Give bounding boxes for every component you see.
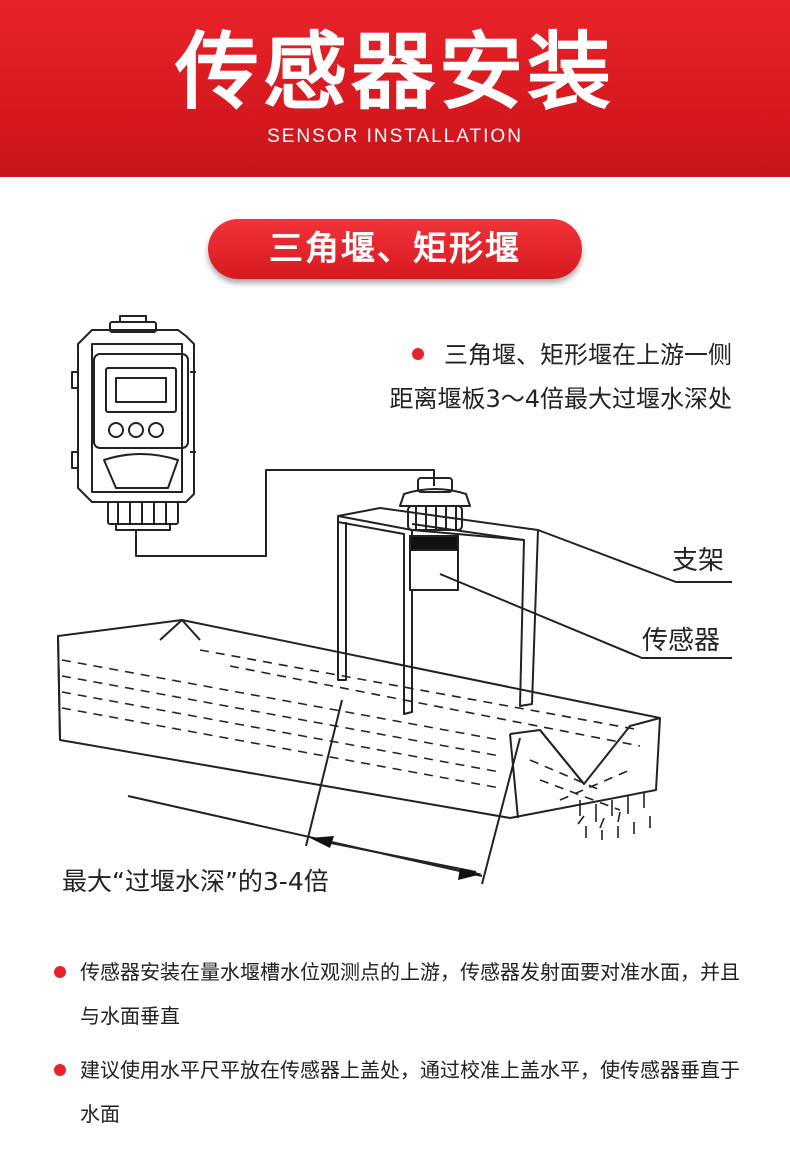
- ultrasonic-sensor: [399, 477, 471, 591]
- page-title: 传感器安装: [174, 23, 615, 121]
- measure-arrows: [310, 836, 482, 880]
- note-text-1: 传感器安装在量水堰槽水位观测点的上游，传感器发射面要对准水面，并且与水面垂直: [80, 960, 740, 1028]
- note-item-2: 建议使用水平尺平放在传感器上盖处，通过校准上盖水平，使传感器垂直于水面: [54, 1048, 746, 1136]
- distance-caption: 最大“过堰水深”的3-4倍: [62, 867, 329, 896]
- bullet-dot-icon: [412, 348, 424, 360]
- sensor-label: 传感器: [642, 626, 721, 656]
- section-tag: 三角堰、矩形堰: [208, 219, 582, 279]
- bullet-dot-icon: [54, 1064, 66, 1076]
- header-banner: 传感器安装 SENSOR INSTALLATION: [0, 0, 790, 177]
- measure-line-right: [481, 737, 521, 885]
- falling-water: [577, 792, 651, 840]
- cable-line: [135, 469, 435, 557]
- measure-arrow-line: [315, 839, 477, 873]
- sensor-leader-line: [439, 573, 732, 659]
- bracket-leader-line: [537, 529, 732, 583]
- measure-line-bottom: [127, 795, 483, 877]
- top-note-line-1: 三角堰、矩形堰在上游一侧: [412, 338, 732, 372]
- top-note-line-2: 距离堰板3～4倍最大过堰水深处: [389, 385, 732, 413]
- page-subtitle: SENSOR INSTALLATION: [267, 126, 523, 147]
- top-note-text-1: 三角堰、矩形堰在上游一侧: [444, 341, 732, 369]
- note-text-2: 建议使用水平尺平放在传感器上盖处，通过校准上盖水平，使传感器垂直于水面: [80, 1058, 740, 1126]
- weir-channel: [57, 619, 661, 819]
- water-dash-lines: [61, 649, 641, 811]
- bracket-label: 支架: [672, 546, 725, 576]
- controller-unit: [71, 315, 196, 531]
- bullet-dot-icon: [54, 966, 66, 978]
- measure-line-left: [305, 699, 343, 847]
- note-item-1: 传感器安装在量水堰槽水位观测点的上游，传感器发射面要对准水面，并且与水面垂直: [54, 950, 746, 1038]
- installation-diagram: [57, 315, 732, 885]
